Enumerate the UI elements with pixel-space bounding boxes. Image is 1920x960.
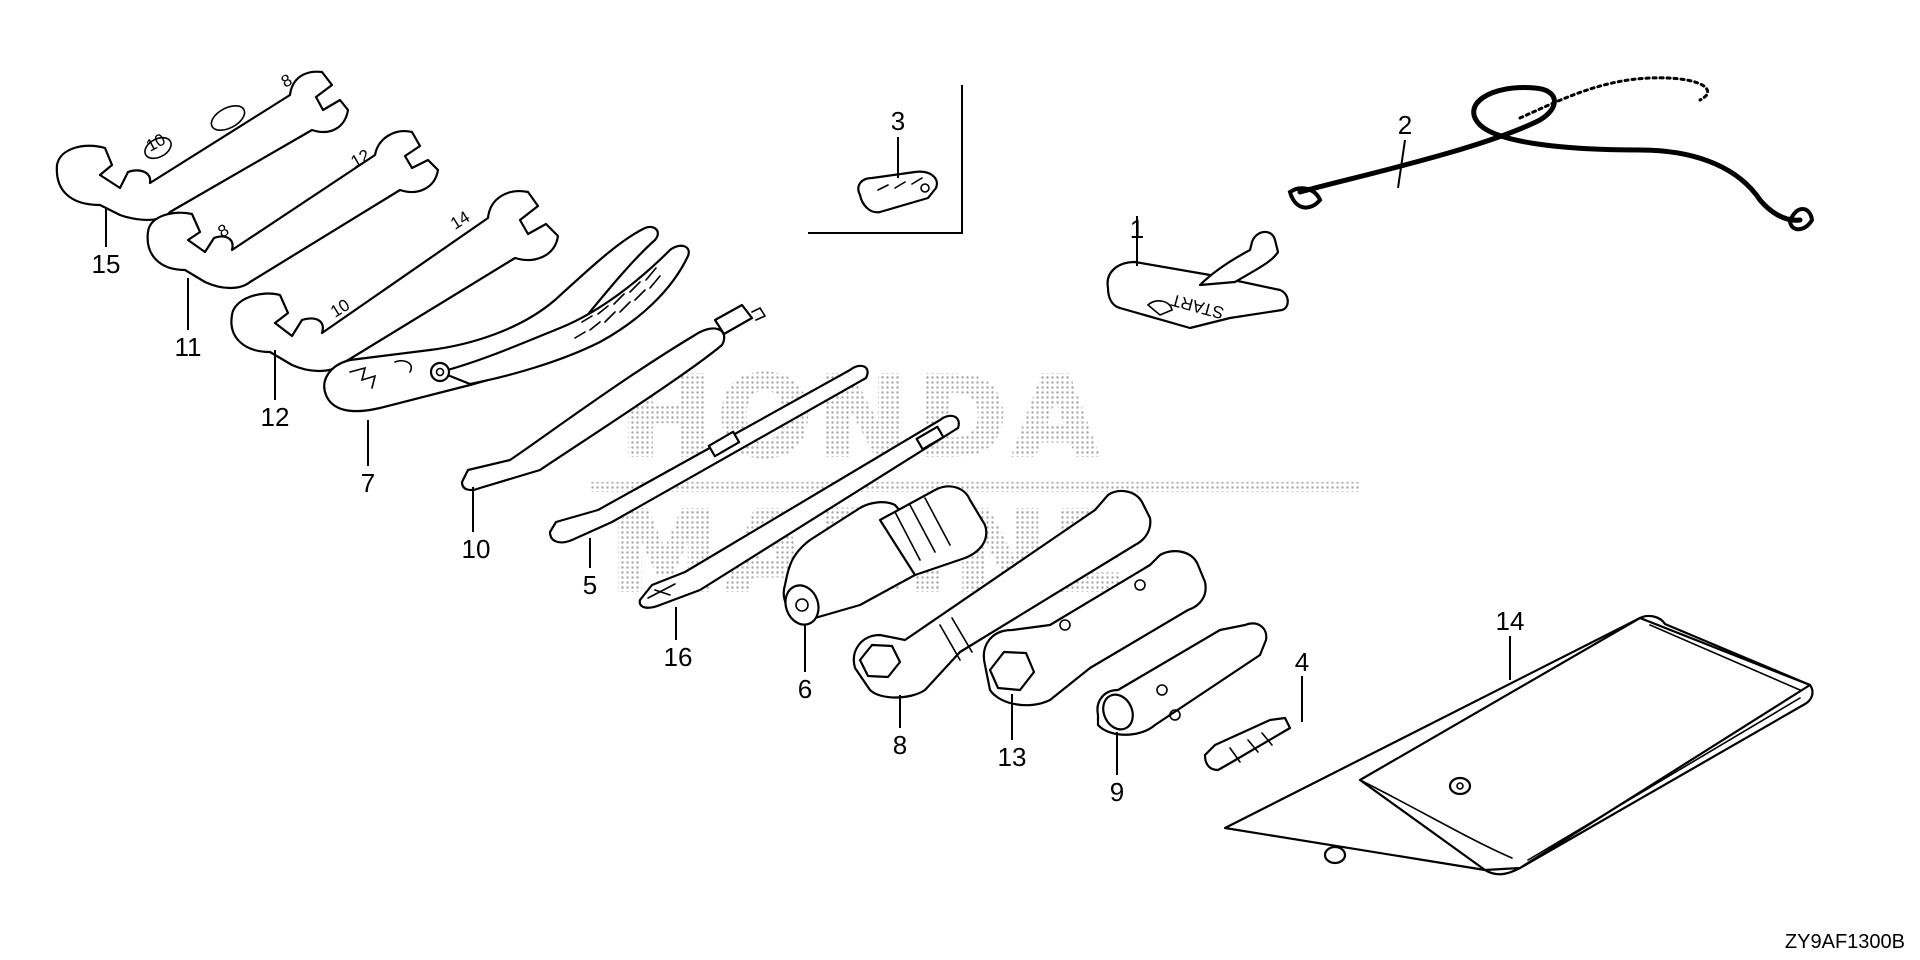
callout-10: 10 (462, 534, 491, 564)
callout-4: 4 (1295, 647, 1309, 677)
callouts: 15 11 12 7 10 5 16 6 8 13 9 4 14 1 2 3 (92, 106, 1525, 807)
callout-11: 11 (175, 332, 202, 362)
wrench-12-size-14: 14 (447, 207, 473, 233)
part-4-clip[interactable] (1203, 716, 1292, 772)
callout-1: 1 (1130, 214, 1144, 244)
part-14-tool-bag[interactable] (1223, 614, 1814, 876)
part-13-box-spanner[interactable] (982, 550, 1207, 707)
callout-12: 12 (261, 402, 290, 432)
callout-3: 3 (891, 106, 905, 136)
part-3-bracket[interactable] (857, 170, 938, 214)
leader-lines (105, 137, 1511, 775)
part-2-starter-rope[interactable] (1287, 76, 1815, 232)
callout-15: 15 (92, 249, 121, 279)
callout-5: 5 (583, 570, 597, 600)
part-9-socket-tube[interactable] (1096, 622, 1268, 736)
part-8-box-spanner[interactable] (852, 489, 1152, 699)
wrench-15-size-10: 10 (143, 130, 169, 156)
part-3-box-border (808, 85, 963, 234)
part-10-flat-screwdriver[interactable] (460, 303, 767, 492)
part-7-pliers[interactable] (323, 225, 690, 413)
callout-7: 7 (361, 468, 375, 498)
callout-8: 8 (893, 730, 907, 760)
callout-16: 16 (664, 642, 693, 672)
callout-14: 14 (1496, 606, 1525, 636)
wrench-15-size-8: 8 (278, 70, 295, 91)
diagram-code: ZY9AF1300B (1785, 931, 1905, 953)
watermark-divider (590, 482, 1360, 492)
part-6-socket-handle[interactable] (780, 485, 988, 629)
callout-13: 13 (998, 742, 1027, 772)
part-15-wrench-10x8[interactable]: 10 8 (55, 70, 350, 221)
part-11-wrench-8x12[interactable]: 8 12 (146, 130, 440, 290)
callout-9: 9 (1110, 777, 1124, 807)
part-1-starter-grip[interactable]: START (1106, 230, 1289, 330)
callout-2: 2 (1398, 110, 1412, 140)
callout-6: 6 (798, 674, 812, 704)
part-5-screwdriver-shaft[interactable] (548, 364, 869, 544)
part-16-phillips-screwdriver[interactable] (638, 414, 960, 609)
